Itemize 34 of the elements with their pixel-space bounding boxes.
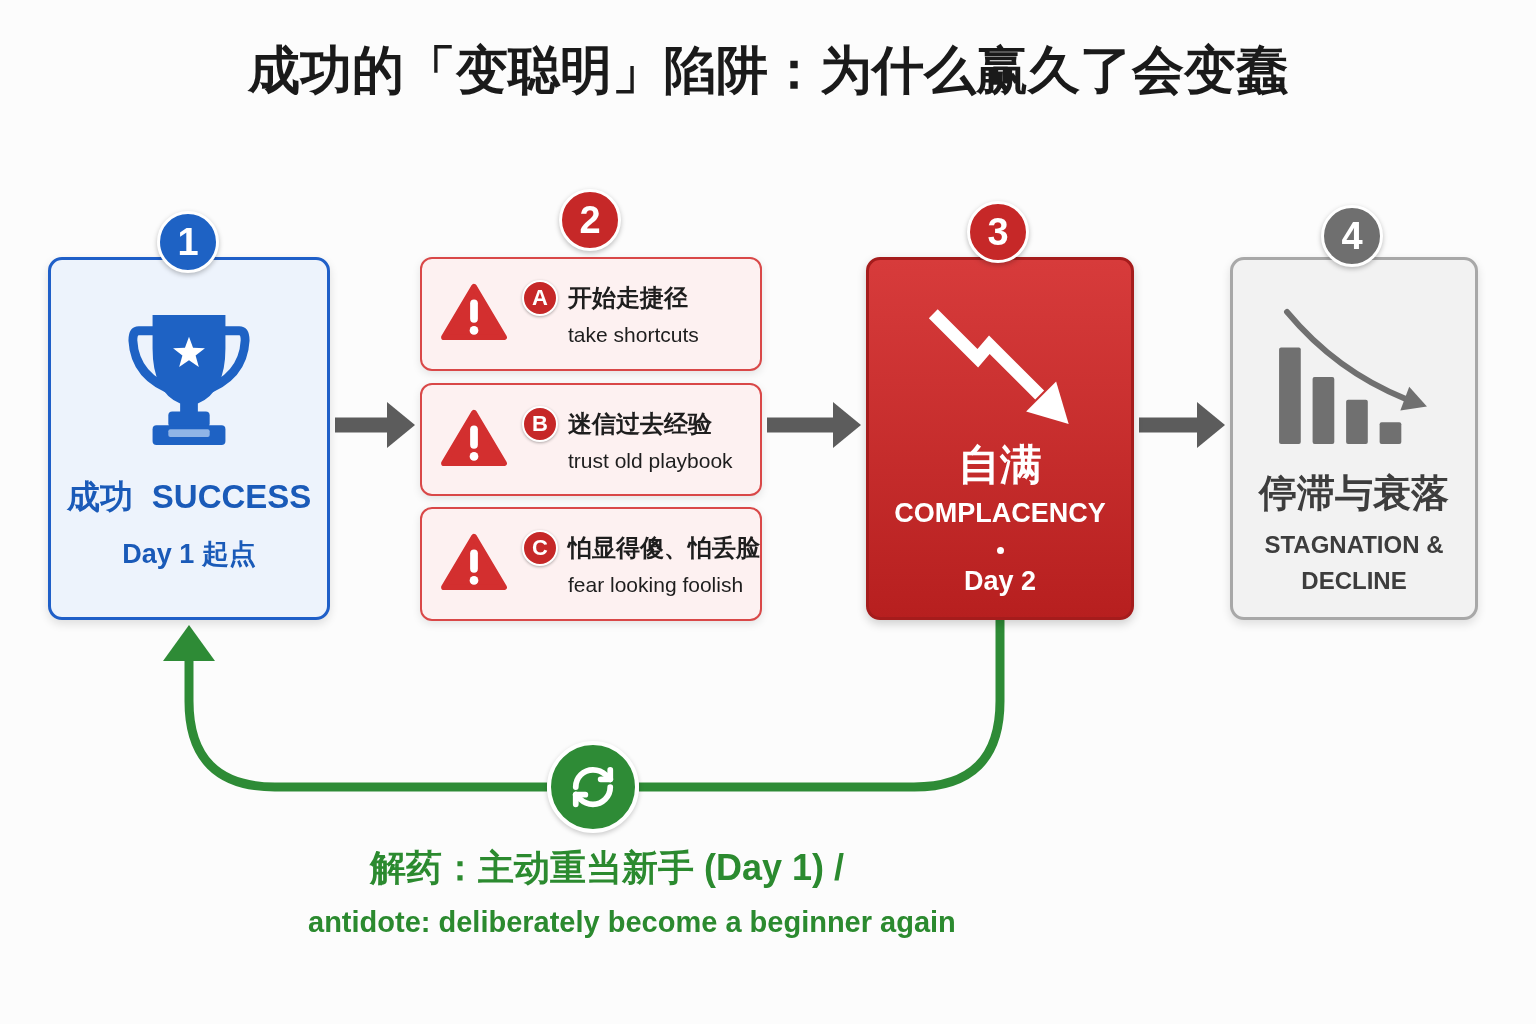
step-number: 4 (1341, 217, 1363, 255)
antidote-text: antidote: deliberately become a beginner again (308, 908, 956, 937)
step-card (48, 257, 330, 620)
warning-subtitle: trust old playbook (568, 450, 733, 471)
step-title: 自满 (958, 444, 1042, 486)
step-card (1230, 257, 1478, 620)
step-subtitle: Day 1 起点 (122, 541, 256, 568)
step-number: 1 (177, 223, 199, 261)
warning-subtitle: fear looking foolish (568, 574, 744, 595)
step-card (866, 257, 1134, 620)
diagram-title: 成功的「变聪明」陷阱：为什么赢久了会变蠢 (246, 44, 1289, 96)
step-title: 停滞与衰落 (1259, 474, 1449, 512)
letter-label: B (532, 413, 548, 435)
letter-label: C (532, 537, 548, 559)
day-label: Day 2 (963, 568, 1037, 595)
warning-title: 怕显得傻、怕丢脸 (568, 536, 760, 560)
arrow (1139, 402, 1225, 448)
step-number: 3 (987, 213, 1009, 251)
arrow (163, 625, 547, 792)
letter-label: A (532, 287, 548, 309)
connector-line (639, 620, 1005, 792)
warning-title: 开始走捷径 (568, 286, 688, 310)
warning-title: 迷信过去经验 (568, 412, 712, 436)
antidote-text: 解药：主动重当新手 (Day 1) / (370, 850, 845, 886)
warning-card (420, 383, 762, 496)
step-number: 2 (579, 201, 601, 239)
step-subtitle: COMPLACENCY (894, 500, 1106, 527)
warning-card (420, 507, 762, 621)
arrow (335, 402, 415, 448)
arrow (767, 402, 861, 448)
warning-subtitle: take shortcuts (568, 324, 699, 345)
warning-card (420, 257, 762, 371)
step-title: 成功 SUCCESS (66, 480, 312, 513)
step-subtitle: STAGNATION & DECLINE (1263, 530, 1445, 596)
